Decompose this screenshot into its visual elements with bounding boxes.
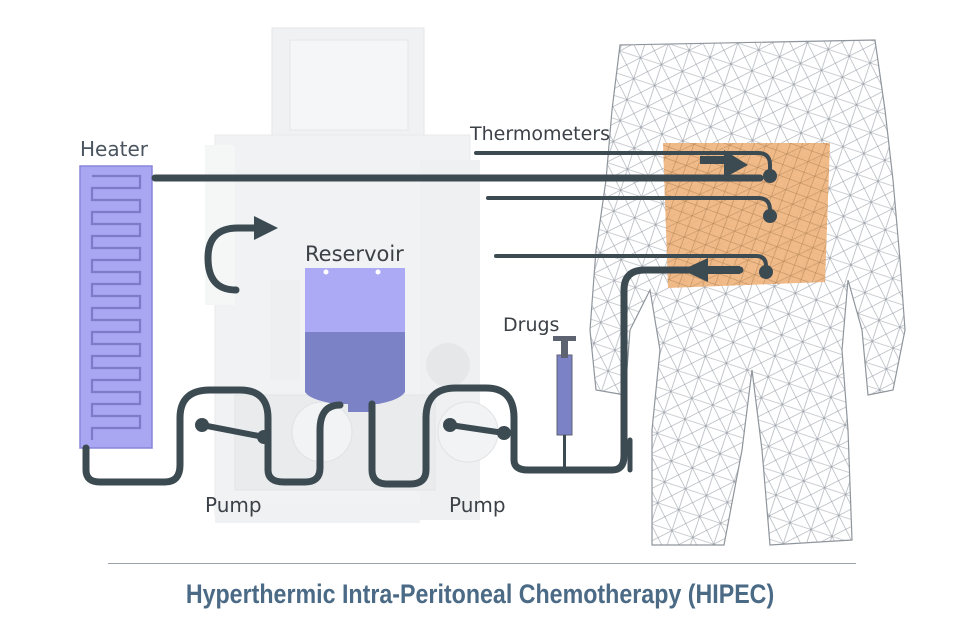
pump-left-label: Pump: [205, 493, 262, 517]
pump-right-label: Pump: [449, 493, 506, 517]
patient-body: [589, 39, 906, 546]
pump-rotor-icon: [195, 418, 511, 444]
heater: [79, 165, 153, 449]
syringe-icon: [553, 336, 576, 470]
reservoir-bag-icon: [305, 268, 405, 412]
heater-label: Heater: [80, 137, 148, 161]
flow-arrow-icon: [204, 150, 748, 294]
figure-caption: Hyperthermic Intra-Peritoneal Chemothera…: [185, 579, 775, 609]
tubing-circuit: [82, 174, 764, 488]
reservoir-label: Reservoir: [305, 242, 404, 266]
drugs-label: Drugs: [503, 314, 560, 336]
thermometers-label: Thermometers: [470, 123, 610, 145]
caption-divider: [108, 563, 856, 564]
